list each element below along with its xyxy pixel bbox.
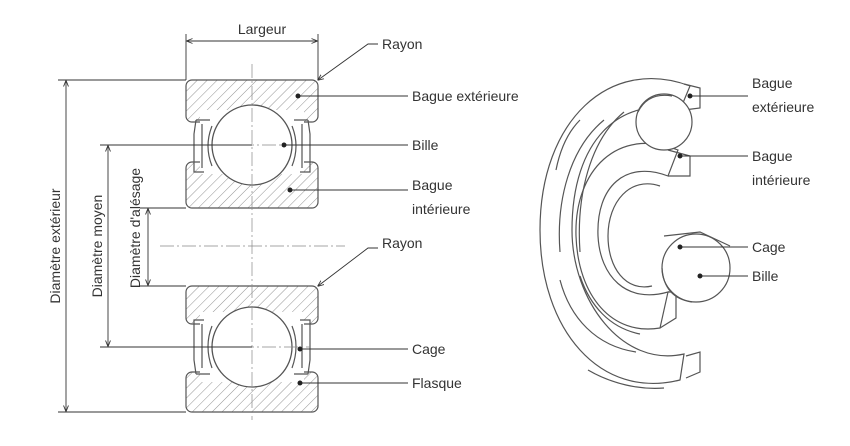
width-label: Largeur — [238, 21, 287, 37]
ball-3d-label: Bille — [752, 268, 779, 284]
outer-ring-3d — [539, 78, 691, 385]
cage-right-bottom — [291, 325, 297, 369]
inner-ring-3d — [575, 142, 679, 330]
radius-bottom-label: Rayon — [382, 235, 422, 251]
ball-label: Bille — [412, 137, 439, 153]
dimension-lines: Largeur Diamètre extérieur Diamètre moye… — [47, 21, 319, 413]
shield-right-top — [294, 119, 311, 173]
mean-diameter-label: Diamètre moyen — [89, 195, 105, 298]
cage-3d — [558, 111, 625, 253]
ball-bottom-3d — [661, 233, 731, 303]
outer-diameter-label: Diamètre extérieur — [47, 188, 63, 303]
cage-left-top — [207, 125, 213, 167]
section-callouts: Rayon Bague extérieure Bille Bague intér… — [281, 36, 519, 391]
radius-top-label: Rayon — [382, 36, 422, 52]
outer-ring-label: Bague extérieure — [412, 88, 519, 104]
cross-section — [160, 64, 345, 420]
inner-ring-label-line1: Bague — [412, 177, 453, 193]
shield-left-bottom — [193, 319, 210, 375]
shield-label: Flasque — [412, 375, 462, 391]
outer-ring-3d-label-line1: Bague — [752, 75, 793, 91]
outer-ring-3d-label-line2: extérieure — [752, 99, 814, 115]
bore-diameter-label: Diamètre d'alésage — [127, 168, 143, 288]
shield-right-bottom — [294, 319, 311, 375]
ball-top-3d — [635, 93, 693, 151]
cage-left-bottom — [207, 325, 213, 369]
cage-right-top — [291, 125, 297, 167]
inner-ring-label-line2: intérieure — [412, 201, 471, 217]
inner-ring-3d-label-line1: Bague — [752, 148, 793, 164]
cage-label: Cage — [412, 341, 446, 357]
cutaway-callouts: Bague extérieure Bague intérieure Cage B… — [677, 75, 814, 284]
shield-left-top — [193, 119, 210, 173]
cage-3d-label: Cage — [752, 239, 786, 255]
cutaway-3d-view — [539, 78, 731, 389]
inner-ring-3d-label-line2: intérieure — [752, 172, 811, 188]
